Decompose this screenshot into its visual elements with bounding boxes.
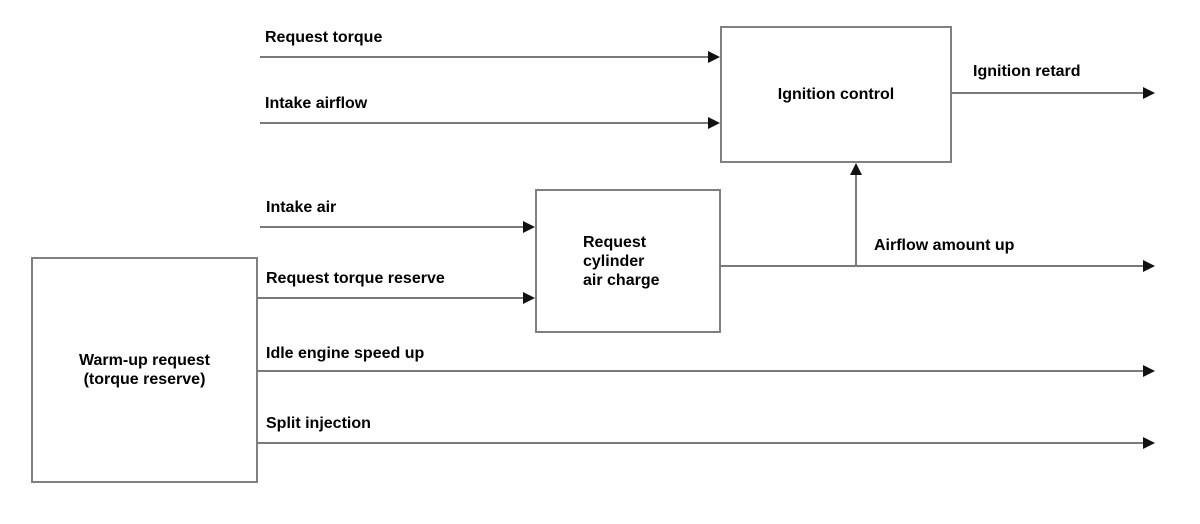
intake-airflow-arrowhead-icon bbox=[708, 117, 720, 129]
request-torque-reserve-line bbox=[257, 297, 525, 299]
signal-label-request-torque: Request torque bbox=[265, 29, 383, 46]
airflow-amount-up-line bbox=[719, 265, 1145, 267]
block-warm-up-request-line2: (torque reserve) bbox=[83, 371, 206, 388]
idle-engine-speed-up-line bbox=[257, 370, 1145, 372]
airflow-branch-vline bbox=[855, 175, 857, 267]
ignition-retard-line bbox=[951, 92, 1145, 94]
signal-label-idle-engine-speed-up: Idle engine speed up bbox=[266, 345, 425, 362]
block-warm-up-request: Warm-up request (torque reserve) bbox=[31, 257, 258, 483]
intake-air-arrowhead-icon bbox=[523, 221, 535, 233]
airflow-amount-up-arrowhead-icon bbox=[1143, 260, 1155, 272]
request-torque-arrowhead-icon bbox=[708, 51, 720, 63]
signal-label-ignition-retard: Ignition retard bbox=[973, 63, 1081, 80]
split-injection-line bbox=[257, 442, 1145, 444]
block-request-cylinder-line3: air charge bbox=[583, 271, 660, 289]
signal-label-request-torque-reserve: Request torque reserve bbox=[266, 270, 445, 287]
request-torque-reserve-arrowhead-icon bbox=[523, 292, 535, 304]
ignition-retard-arrowhead-icon bbox=[1143, 87, 1155, 99]
block-request-cylinder-air-charge: Request cylinder air charge bbox=[535, 189, 721, 333]
idle-engine-speed-up-arrowhead-icon bbox=[1143, 365, 1155, 377]
request-torque-line bbox=[260, 56, 710, 58]
block-ignition-control: Ignition control bbox=[720, 26, 952, 163]
signal-label-split-injection: Split injection bbox=[266, 415, 371, 432]
signal-label-intake-airflow: Intake airflow bbox=[265, 95, 368, 112]
intake-air-line bbox=[260, 226, 525, 228]
block-ignition-control-label: Ignition control bbox=[777, 86, 895, 103]
block-request-cylinder-line1: Request bbox=[583, 233, 647, 251]
block-request-cylinder-line2: cylinder bbox=[583, 252, 645, 270]
block-warm-up-request-line1: Warm-up request bbox=[79, 352, 210, 369]
airflow-branch-arrowhead-icon bbox=[850, 163, 862, 175]
intake-airflow-line bbox=[260, 122, 710, 124]
split-injection-arrowhead-icon bbox=[1143, 437, 1155, 449]
signal-label-airflow-amount-up: Airflow amount up bbox=[874, 237, 1015, 254]
signal-label-intake-air: Intake air bbox=[266, 199, 337, 216]
